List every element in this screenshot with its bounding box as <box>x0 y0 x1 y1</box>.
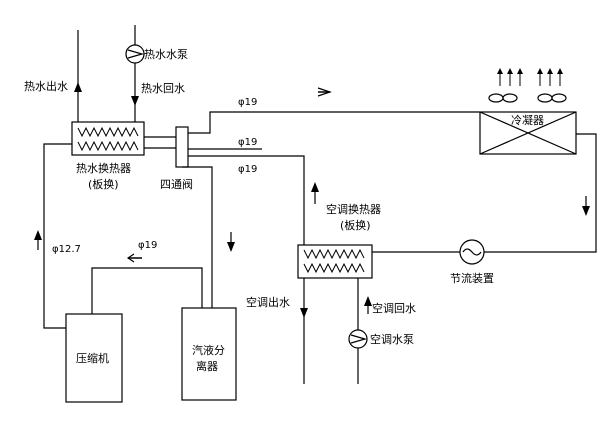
four-way-valve-box <box>175 126 189 168</box>
fan-left-icon <box>488 93 518 103</box>
ac-water-return-label: 空调回水 <box>372 301 416 315</box>
hx-coil-top-icon <box>77 126 139 138</box>
arrow-left-icon <box>126 253 135 263</box>
ac-water-pump-label: 空调水泵 <box>370 332 414 346</box>
pipe-lower <box>188 155 305 245</box>
ac-hx-box <box>297 244 373 279</box>
compressor-box <box>65 313 123 403</box>
throttle-wave-icon <box>462 248 482 256</box>
pipe-lower-label: φ19 <box>238 164 257 175</box>
pipe-top <box>188 111 480 134</box>
pipe-condenser-throttle <box>484 133 597 253</box>
pipe-discharge <box>43 143 72 329</box>
pipe-suction-label: φ12.7 <box>52 244 81 255</box>
hot-water-pump-label: 热水水泵 <box>144 48 188 61</box>
condenser-label: 冷凝器 <box>511 113 544 127</box>
pipe-return <box>91 267 203 314</box>
arrow-up-icon <box>74 82 82 92</box>
condenser-diag-2 <box>479 111 577 155</box>
pipe-return-label: φ19 <box>138 240 157 251</box>
achx-coil-top-icon <box>303 248 365 260</box>
hot-water-return-label: 热水回水 <box>141 82 185 95</box>
hot-water-hx-box <box>71 121 145 156</box>
hot-water-hx-type-label: (板换) <box>88 177 119 191</box>
four-way-valve-label: 四通阀 <box>160 177 193 191</box>
compressor-label: 压缩机 <box>76 351 109 365</box>
throttle-label: 节流装置 <box>450 271 494 285</box>
hx-coil-bottom-icon <box>77 140 139 152</box>
pipe-valve-separator <box>182 166 213 308</box>
separator-label-line2: 离器 <box>196 359 218 373</box>
achx-coil-bottom-icon <box>303 262 365 274</box>
ac-hx-type-label: (板换) <box>340 218 371 232</box>
pipe-top-label: φ19 <box>238 97 257 108</box>
pipe-middle-label: φ19 <box>238 137 257 148</box>
ac-hx-label: 空调换热器 <box>326 202 381 216</box>
fan-right-icon <box>537 93 567 103</box>
separator-box <box>181 307 237 401</box>
airflow-arrows-icon <box>497 68 563 86</box>
separator-label-line1: 汽液分 <box>192 343 225 357</box>
ac-water-out-label: 空调出水 <box>246 295 290 309</box>
arrow-down-icon <box>300 308 308 318</box>
hot-water-out-label: 热水出水 <box>24 79 68 93</box>
pump-triangle-icon <box>350 334 368 344</box>
arrow-down-icon <box>131 96 139 106</box>
hot-water-hx-label: 热水换热器 <box>76 161 131 175</box>
pump-triangle-icon <box>127 49 145 59</box>
